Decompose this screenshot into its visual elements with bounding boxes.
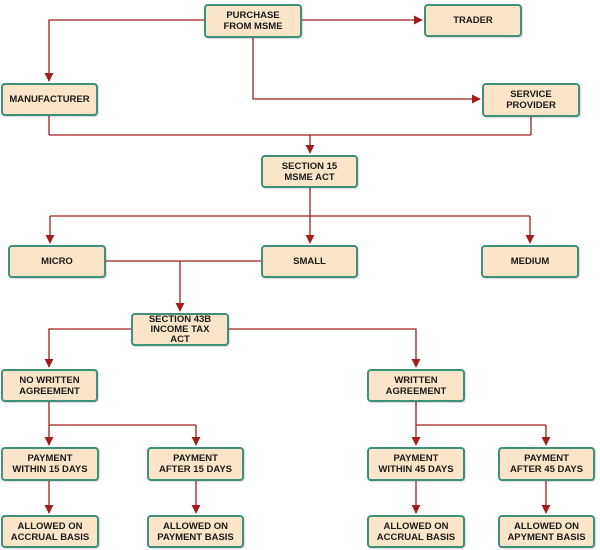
service-provider-node: SERVICE PROVIDER xyxy=(482,83,580,117)
section-43b-right-arrow xyxy=(229,328,421,368)
allowed-on-payment-basis-node: ALLOWED ON PAYMENT BASIS xyxy=(147,515,244,548)
payment-within-15-days-node: PAYMENT WITHIN 15 DAYS xyxy=(1,447,99,481)
purchase-from-msme-node: PURCHASE FROM MSME xyxy=(204,4,302,38)
small-node: SMALL xyxy=(261,245,358,278)
micro-node: MICRO xyxy=(8,245,106,278)
section-43b-income-tax-act-node: SECTION 43B INCOME TAX ACT xyxy=(131,313,229,346)
allowed-on-accrual-basis-2-node: ALLOWED ON ACCRUAL BASIS xyxy=(367,515,465,548)
section-15-msme-act-node: SECTION 15 MSME ACT xyxy=(261,155,358,188)
medium-node: MEDIUM xyxy=(481,245,579,278)
payment-after-15-days-node: PAYMENT AFTER 15 DAYS xyxy=(147,447,244,481)
purchase-to-service-provider-arrow xyxy=(252,38,481,104)
allowed-on-apyment-basis-node: ALLOWED ON APYMENT BASIS xyxy=(498,515,595,548)
allowed-on-accrual-basis-node: ALLOWED ON ACCRUAL BASIS xyxy=(1,515,99,548)
payment-after-45-days-node: PAYMENT AFTER 45 DAYS xyxy=(498,447,595,481)
section-43b-left-arrow xyxy=(44,328,131,368)
no-written-agreement-node: NO WRITTEN AGREEMENT xyxy=(1,369,98,402)
manufacturer-node: MANUFACTURER xyxy=(1,83,98,116)
trader-node: TRADER xyxy=(424,4,522,37)
purchase-to-manufacturer-arrow xyxy=(44,19,204,82)
written-agreement-node: WRITTEN AGREEMENT xyxy=(367,369,465,402)
payment-within-45-days-node: PAYMENT WITHIN 45 DAYS xyxy=(367,447,465,481)
